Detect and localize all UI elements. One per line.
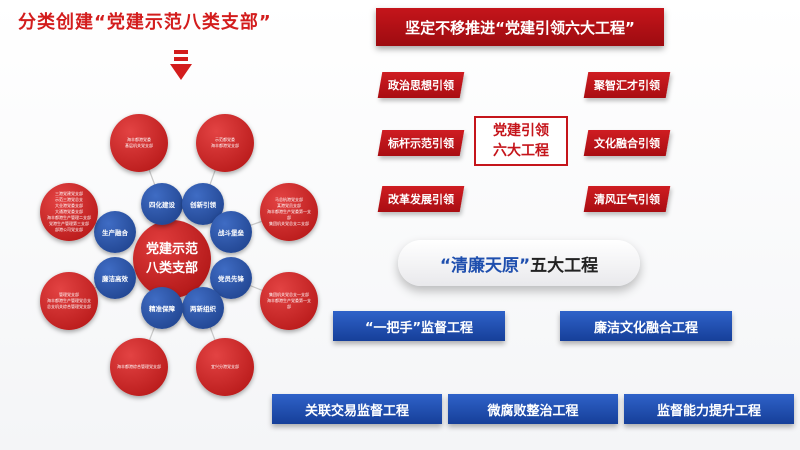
lead-left-2: 改革发展引领 bbox=[377, 186, 465, 212]
hub-line1: 党建示范 bbox=[145, 242, 198, 257]
outer-node-3: 集团机关党总支一支部海丰都港生产党委第一支部 bbox=[260, 272, 318, 330]
lead-left-1: 标杆示范引领 bbox=[377, 130, 465, 156]
lead-left-0: 政治思想引领 bbox=[377, 72, 465, 98]
lead-right-0: 聚智汇才引领 bbox=[583, 72, 671, 98]
outer-node-0: 海丰都港党委基层机关党支部 bbox=[110, 114, 168, 172]
hub-line2: 八类支部 bbox=[145, 261, 198, 276]
center-box: 党建引领 六大工程 bbox=[474, 116, 568, 166]
outer-node-1: 示范都党委海丰都港党支部 bbox=[196, 114, 254, 172]
inner-node-4: 两新组织 bbox=[182, 287, 224, 329]
inner-node-2: 战斗堡垒 bbox=[210, 211, 252, 253]
blue-row1-0: “一把手”监督工程 bbox=[333, 311, 505, 341]
lead-right-2: 清风正气引领 bbox=[583, 186, 671, 212]
outer-node-6: 管理党支部海丰都港生产管理党总支总支机关综合管理党支部 bbox=[40, 272, 98, 330]
outer-node-2: 马总杭港党支部某港党员支部海丰都港生产党委第一支部集团机关党总支二支部 bbox=[260, 183, 318, 241]
inner-node-6: 廉洁高效 bbox=[94, 257, 136, 299]
center-box-line2: 六大工程 bbox=[493, 143, 549, 159]
center-box-line1: 党建引领 bbox=[493, 123, 549, 139]
down-arrow-icon bbox=[170, 50, 192, 94]
left-title: 分类创建“党建示范八类支部” bbox=[18, 12, 272, 33]
lead-right-1: 文化融合引领 bbox=[583, 130, 671, 156]
project-banner: 坚定不移推进“党建引领六大工程” bbox=[376, 8, 664, 46]
qinglian-title: “清廉天原” 五大工程 bbox=[398, 240, 640, 286]
outer-node-4: 宜兴分港党支部 bbox=[196, 338, 254, 396]
qinglian-quoted: “清廉天原” bbox=[439, 255, 531, 276]
blue-row1-1: 廉洁文化融合工程 bbox=[560, 311, 732, 341]
inner-node-0: 四化建设 bbox=[141, 183, 183, 225]
inner-node-5: 精准保障 bbox=[141, 287, 183, 329]
blue-row2-0: 关联交易监督工程 bbox=[272, 394, 442, 424]
blue-row2-2: 监督能力提升工程 bbox=[624, 394, 794, 424]
outer-node-5: 海丰都港综合管理党支部 bbox=[110, 338, 168, 396]
inner-node-7: 生产融合 bbox=[94, 211, 136, 253]
outer-node-7: 三港党建党支部示范三港党总支大业港党委支部大通港党委支部海丰都港生产管理二支部党… bbox=[40, 183, 98, 241]
blue-row2-1: 微腐败整治工程 bbox=[448, 394, 618, 424]
qinglian-rest: 五大工程 bbox=[530, 255, 599, 276]
hub-circle: 党建示范 八类支部 bbox=[133, 220, 211, 298]
